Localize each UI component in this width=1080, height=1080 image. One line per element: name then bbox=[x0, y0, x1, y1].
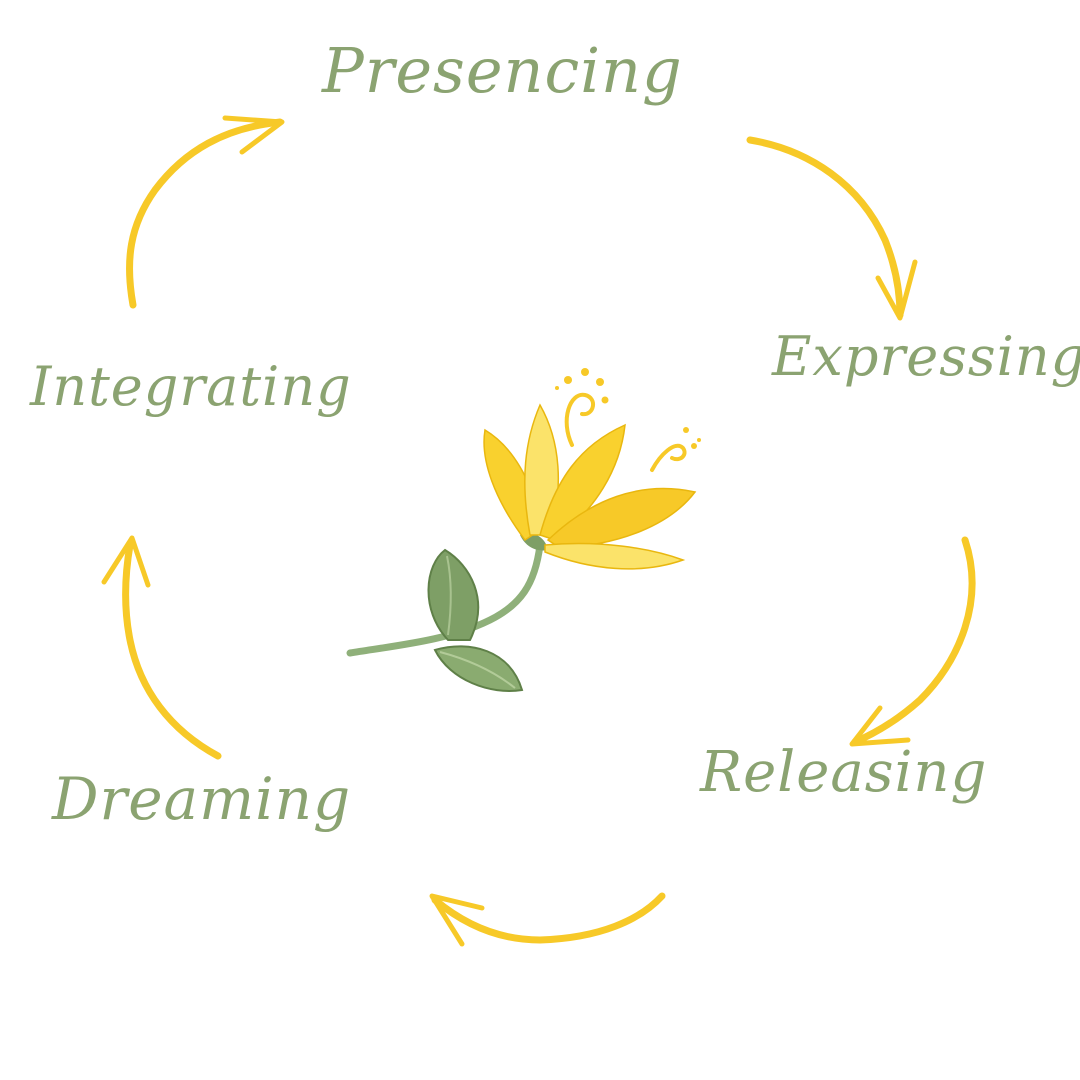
arrow-expressing-to-releasing bbox=[849, 536, 976, 747]
stage-label-releasing: Releasing bbox=[700, 740, 988, 805]
arrow-releasing-to-dreaming bbox=[429, 892, 666, 947]
arrow-integrating-to-presencing bbox=[126, 115, 285, 309]
arrow-presencing-to-expressing bbox=[746, 136, 918, 321]
stage-label-dreaming: Dreaming bbox=[52, 765, 352, 833]
flower-dots bbox=[555, 368, 701, 449]
arrow-dreaming-to-integrating bbox=[101, 535, 222, 760]
flower-stem bbox=[346, 541, 544, 657]
flower-flourishes bbox=[564, 392, 687, 472]
stage-label-expressing: Expressing bbox=[772, 325, 1080, 388]
flower-petals bbox=[483, 403, 697, 570]
stage-label-presencing: Presencing bbox=[322, 34, 683, 107]
stage-label-integrating: Integrating bbox=[30, 355, 352, 418]
flower-leaf-upper bbox=[427, 548, 480, 641]
